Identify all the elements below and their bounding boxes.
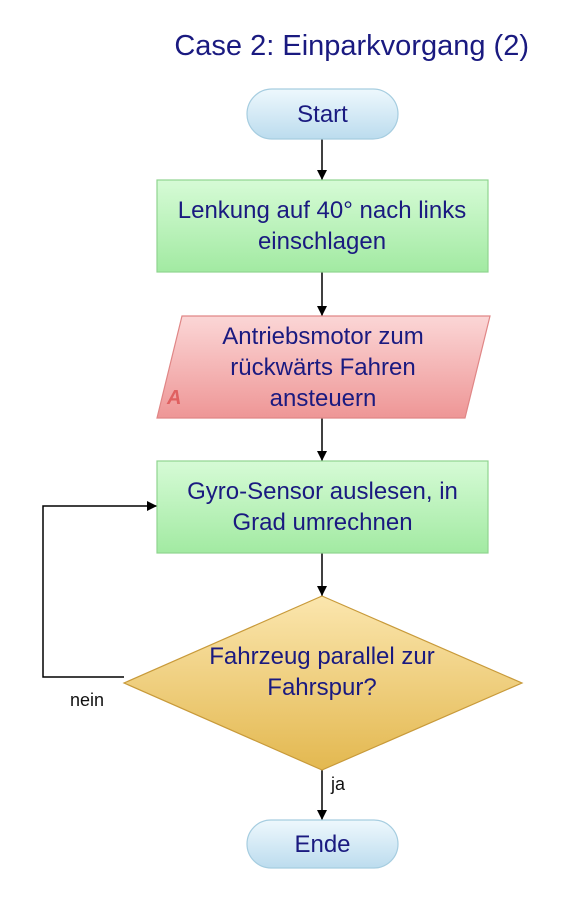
parallel-decision <box>122 595 524 771</box>
decision-label: Fahrzeug parallel zur Fahrspur? <box>209 643 435 701</box>
diagram-title: Case 2: Einparkvorgang (2) <box>174 30 529 62</box>
gyro-process <box>156 460 489 554</box>
steer-process <box>156 179 489 273</box>
end-terminal <box>246 819 399 869</box>
motor-io-badge: A <box>167 387 182 409</box>
yes-branch-label: ja <box>331 774 346 794</box>
start-terminal <box>246 88 399 140</box>
edge-loop-no <box>42 501 157 678</box>
motor-io <box>156 315 491 419</box>
start-label: Start <box>297 100 348 128</box>
gyro-label: Gyro-Sensor auslesen, in Grad umrechnen <box>187 478 458 536</box>
end-label: Ende <box>294 830 351 858</box>
no-branch-label: nein <box>70 690 105 710</box>
steer-label: Lenkung auf 40° nach links einschlagen <box>177 197 467 255</box>
motor-label: Antriebsmotor zum rückwärts Fahren anste… <box>222 322 424 412</box>
